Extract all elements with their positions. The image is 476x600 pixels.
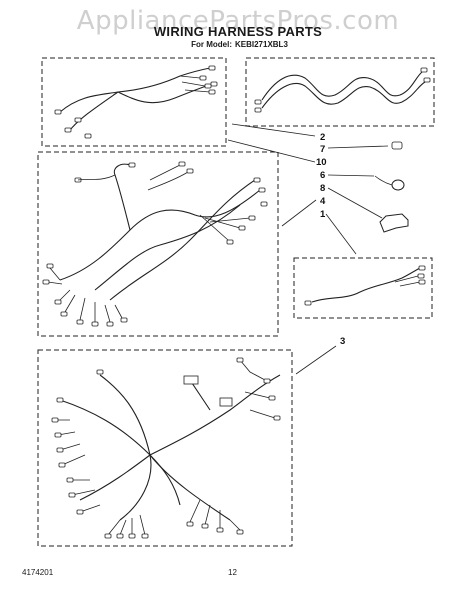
harness-box-middle: [37, 151, 279, 337]
callout-1: 1: [320, 209, 326, 220]
footer-code: 4174201: [22, 568, 54, 577]
callout-numbers: 2 7 10 6 8 4 1 3: [316, 132, 345, 347]
callout-3: 3: [340, 336, 345, 347]
callout-8: 8: [320, 183, 325, 194]
leader-lines: [227, 123, 389, 375]
harness-box-bottom: [37, 349, 293, 547]
harness-middle: [42, 161, 268, 327]
callout-2: 2: [320, 132, 325, 143]
part-clip-7: [391, 141, 403, 150]
callout-7: 7: [320, 144, 325, 155]
model-label: For Model:: [191, 40, 232, 49]
callout-4: 4: [320, 196, 326, 207]
page-title: WIRING HARNESS PARTS: [153, 24, 323, 39]
page-number: 12: [228, 568, 237, 577]
callout-10: 10: [316, 157, 327, 168]
harness-top-left: [54, 65, 218, 139]
model-line: For Model:KEBI271XBL3: [0, 40, 476, 49]
harness-bottom: [51, 357, 281, 539]
model-number: KEBI271XBL3: [234, 40, 288, 49]
watermark-logo: AppliancePartsPros.com: [76, 6, 400, 36]
harness-right: [304, 265, 426, 306]
part-bracket-8: [379, 213, 409, 233]
part-grommet-6: [374, 175, 405, 191]
harness-top-right: [254, 67, 431, 113]
harness-box-top-left: [41, 57, 227, 147]
harness-box-right: [293, 257, 433, 319]
callout-6: 6: [320, 170, 325, 181]
